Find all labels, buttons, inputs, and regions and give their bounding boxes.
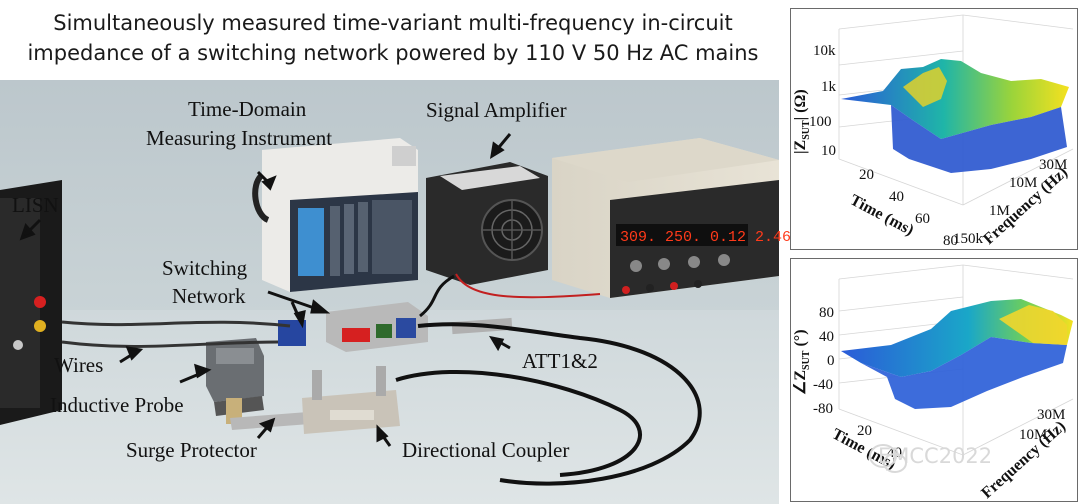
magnitude-surface-front (891, 105, 1067, 173)
mag-z-axis-label: |ZSUT| (Ω) (792, 89, 812, 154)
phase-z-label-unit: (°) (792, 329, 809, 350)
mag-freq-tick-10m: 10M (1009, 175, 1037, 191)
phase-freq-tick-30m: 30M (1037, 407, 1065, 423)
phase-z-tick-0: 0 (827, 353, 835, 369)
mag-z-tick-10k: 10k (813, 43, 836, 59)
label-surge-protector: Surge Protector (126, 438, 257, 462)
phase-z-label-sym: ∠Z (792, 370, 809, 395)
svg-text:∠ZSUT (°): ∠ZSUT (°) (792, 329, 812, 395)
phase-surface-front (861, 337, 1067, 409)
label-time-domain-line2: Measuring Instrument (146, 126, 333, 150)
label-wires: Wires (54, 353, 104, 377)
mag-freq-tick-1m: 1M (989, 203, 1010, 219)
mag-freq-tick-30m: 30M (1039, 157, 1067, 173)
phase-z-label-sub: SUT (801, 350, 812, 370)
magnitude-plot: 10k 1k 100 10 |ZSUT| (Ω) 20 40 60 80 Tim… (792, 14, 1074, 249)
label-directional-coupler: Directional Coupler (402, 438, 570, 462)
watermark-text: EMCC2022 (878, 444, 993, 468)
svg-text:|ZSUT| (Ω): |ZSUT| (Ω) (792, 89, 812, 154)
wechat-icon (868, 442, 908, 481)
psu-readout: 309. 250. 0.12 2.46 (620, 229, 791, 246)
mag-time-tick-60: 60 (915, 211, 930, 227)
label-att: ATT1&2 (522, 349, 598, 373)
label-switching-line2: Network (172, 284, 246, 308)
mag-z-tick-100: 100 (809, 114, 832, 130)
label-lisn: LISN (12, 193, 59, 217)
mag-z-tick-1k: 1k (821, 79, 837, 95)
setup-photo: 309. 250. 0.12 2.46 (0, 80, 791, 504)
title-line-2: impedance of a switching network powered… (27, 41, 759, 65)
magnitude-plot-panel: 10k 1k 100 10 |ZSUT| (Ω) 20 40 60 80 Tim… (790, 8, 1078, 250)
figure-title: Simultaneously measured time-variant mul… (18, 8, 768, 68)
magnitude-surface-back (841, 59, 1069, 139)
phase-surface-ridge (999, 305, 1067, 345)
label-switching-line1: Switching (162, 256, 248, 280)
label-time-domain-line1: Time-Domain (188, 97, 307, 121)
mag-z-tick-10: 10 (821, 143, 836, 159)
mag-time-tick-40: 40 (889, 189, 904, 205)
setup-photo-drawing: 309. 250. 0.12 2.46 (0, 80, 791, 504)
phase-z-tick-40: 40 (819, 329, 834, 345)
magnitude-surface-peak (903, 67, 947, 107)
mag-z-label-unit: | (Ω) (792, 89, 809, 120)
phase-z-tick-neg40: -40 (813, 377, 833, 393)
phase-z-tick-neg80: -80 (813, 401, 833, 417)
mag-time-axis-label: Time (ms) (847, 192, 916, 240)
mag-time-tick-20: 20 (859, 167, 874, 183)
mag-freq-tick-150k: 150k (953, 231, 984, 247)
mag-z-label-sub: SUT (801, 120, 812, 140)
mag-z-label-sym: |Z (792, 140, 809, 154)
phase-freq-tick-10m: 10M (1019, 427, 1047, 443)
phase-time-tick-20: 20 (857, 423, 872, 439)
phase-z-axis-label: ∠ZSUT (°) (792, 329, 812, 395)
phase-plot-panel: 80 40 0 -40 -80 ∠ZSUT (°) 20 40 Time (ms… (790, 258, 1078, 502)
phase-z-tick-80: 80 (819, 305, 834, 321)
label-inductive-probe: Inductive Probe (50, 393, 184, 417)
mag-time-tick-80: 80 (943, 233, 958, 249)
phase-plot: 80 40 0 -40 -80 ∠ZSUT (°) 20 40 Time (ms… (792, 264, 1074, 502)
label-signal-amplifier: Signal Amplifier (426, 98, 567, 122)
title-line-1: Simultaneously measured time-variant mul… (53, 11, 733, 35)
